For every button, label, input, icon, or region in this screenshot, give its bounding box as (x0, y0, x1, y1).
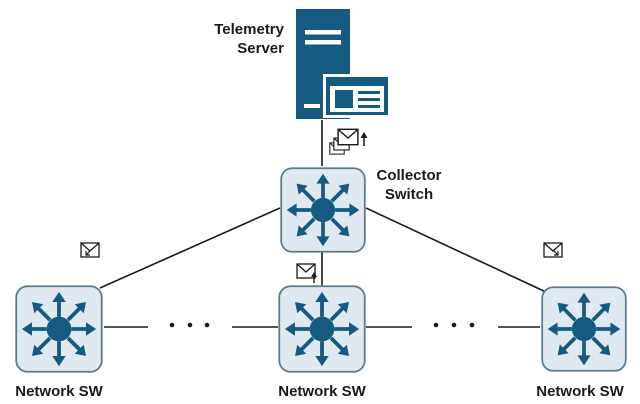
network-switch-right-icon (540, 285, 628, 373)
collector-switch-icon (279, 166, 367, 254)
telemetry-server-label-line2: Server (237, 40, 284, 57)
ellipsis-left (169, 322, 210, 328)
network-switch-right-label: Network SW (536, 383, 624, 400)
collector-switch-label: Collector Switch (364, 166, 454, 204)
network-switch-middle-icon (277, 284, 367, 374)
collector-switch-label-line1: Collector (376, 167, 442, 184)
envelope-icon-left (80, 242, 100, 258)
envelope-icon-middle (296, 263, 317, 283)
envelope-icon-right (543, 242, 563, 258)
stacked-envelopes-icon (327, 125, 371, 158)
network-switch-left-icon (14, 284, 104, 374)
server-icon (296, 9, 391, 119)
ellipsis-right (433, 322, 475, 328)
network-switch-left-label: Network SW (15, 383, 103, 400)
telemetry-server-label: Telemetry Server (196, 20, 284, 58)
network-switch-middle-label: Network SW (278, 383, 366, 400)
link-collector-left (99, 207, 281, 289)
telemetry-server-label-line1: Telemetry (214, 21, 284, 38)
link-collector-right (365, 207, 549, 294)
links (99, 120, 549, 328)
collector-switch-label-line2: Switch (384, 186, 434, 203)
